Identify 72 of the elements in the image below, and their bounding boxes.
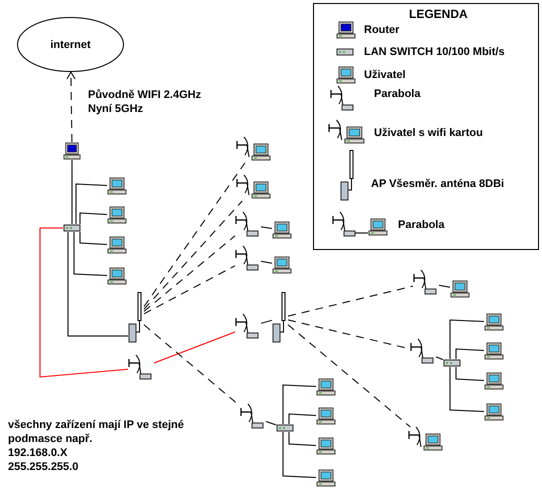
dashed-line: [144, 265, 236, 314]
connector-line: [450, 319, 484, 360]
dish-antenna-icon: [413, 270, 439, 296]
connector-line: [40, 228, 128, 378]
connector-line: [436, 356, 444, 360]
dashed-line: [66, 72, 76, 142]
computer-icon: [107, 267, 127, 285]
dish-computer-icon: [408, 427, 444, 453]
connector-line: [450, 366, 484, 412]
note-text: 255.255.255.0: [8, 460, 80, 474]
computer-icon: [484, 372, 504, 390]
dish-antenna-icon: [235, 246, 261, 272]
computer-icon: [272, 256, 292, 274]
computer-icon: [484, 403, 504, 421]
legend-text: AP Všesměr. anténa 8DBi: [371, 177, 506, 191]
connector-line: [154, 332, 236, 364]
connector-line: [282, 384, 316, 424]
legend-text: Router: [364, 23, 400, 37]
dish-computer-icon: [236, 175, 272, 201]
network-switch-icon: [63, 224, 81, 232]
connector-line: [80, 212, 108, 224]
connector-line: [76, 183, 108, 224]
computer-icon: [484, 342, 504, 360]
computer-icon: [272, 221, 292, 239]
note-text: 192.168.0.X: [8, 446, 68, 460]
dish-computer-icon: [236, 137, 272, 163]
ellipse-node: [17, 17, 124, 72]
connector-line: [74, 232, 108, 276]
computer-icon: [63, 142, 81, 160]
connector-line: [456, 348, 484, 360]
note-text: všechny zařízení mají IP ve stejné podmasce např.: [8, 418, 185, 446]
connector-line: [80, 232, 108, 245]
connector-line: [266, 421, 276, 426]
dish-antenna-icon: [128, 355, 154, 381]
network-switch-icon: [276, 424, 294, 432]
dashed-line: [144, 162, 246, 308]
computer-icon: [450, 280, 470, 298]
legend-text: Parabola: [398, 218, 446, 232]
dish-antenna-icon: [410, 339, 436, 365]
connector-line: [282, 432, 316, 478]
connector-line: [438, 284, 450, 288]
legend-text: LAN SWITCH 10/100 Mbit/s: [364, 45, 506, 59]
connector-line: [288, 432, 316, 446]
connector-line: [68, 232, 128, 336]
dashed-line: [144, 200, 243, 310]
dish-antenna-icon: [235, 314, 261, 340]
computer-icon: [316, 378, 336, 396]
computer-icon: [107, 206, 127, 224]
dish-antenna-icon: [235, 212, 261, 238]
computer-icon: [316, 437, 336, 455]
computer-icon: [107, 177, 127, 195]
connector-line: [456, 366, 484, 381]
antenna-icon: [128, 292, 144, 344]
dish-antenna-icon: [240, 404, 266, 430]
antenna-icon: [272, 292, 288, 344]
connector-line: [260, 226, 272, 229]
connector-line: [260, 260, 272, 264]
network-switch-icon: [443, 359, 461, 367]
connector-line: [260, 320, 272, 324]
legend-text: Parabola: [374, 87, 422, 101]
legend-title: LEGENDA: [409, 7, 468, 21]
computer-icon: [484, 313, 504, 331]
computer-icon: [316, 407, 336, 425]
legend-text: Uživatel: [364, 68, 407, 82]
dashed-line: [288, 286, 414, 317]
dashed-line: [144, 235, 236, 312]
dashed-line: [288, 324, 411, 428]
computer-icon: [316, 469, 336, 487]
legend-text: Uživatel s wifi kartou: [374, 126, 484, 140]
connector-line: [288, 413, 316, 424]
computer-icon: [107, 236, 127, 254]
node-text: internet: [50, 38, 91, 52]
